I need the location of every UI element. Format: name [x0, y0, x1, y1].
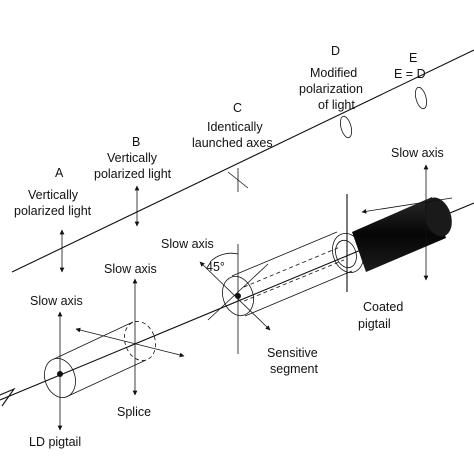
label-c: C	[233, 101, 242, 115]
label-sensitive-2: segment	[270, 362, 318, 376]
label-ld-pigtail: LD pigtail	[29, 435, 81, 449]
polarization-reference-line	[11, 49, 474, 273]
splice-horizontal-arrow	[75, 327, 185, 358]
coated-pigtail-cylinder	[332, 197, 452, 273]
cyl2-bottom-edge	[244, 270, 353, 317]
label-d-line1: Modified	[310, 66, 357, 80]
label-a-line1: Vertically	[28, 188, 79, 202]
label-splice: Splice	[117, 405, 151, 419]
ld-source-tip	[0, 387, 16, 407]
label-b: B	[132, 135, 140, 149]
splice-axes	[75, 278, 185, 396]
sensitive-diagonal-axis-1	[199, 261, 271, 331]
angle-arc	[209, 252, 239, 263]
sensitive-diagonal-axis-2	[207, 263, 269, 321]
station-b: B Vertically polarized light	[94, 135, 172, 227]
station-e: E E = D	[394, 51, 428, 110]
label-e: E	[409, 51, 417, 65]
cyl1-front-face	[44, 358, 76, 398]
label-slow-axis-splice: Slow axis	[104, 262, 157, 276]
label-c-line1: Identically	[207, 120, 263, 134]
station-c: C Identically launched axes	[192, 101, 273, 192]
ld-pigtail-cylinder	[44, 321, 156, 398]
label-a-line2: polarized light	[14, 204, 92, 218]
cyl2-top-edge	[231, 231, 338, 277]
label-e-eq: E = D	[394, 67, 426, 81]
cyl1-bottom-edge	[65, 359, 147, 398]
label-a: A	[55, 166, 64, 180]
coated-front-face	[332, 233, 364, 273]
polarization-ellipse-e	[414, 86, 428, 110]
sensitive-axes	[199, 244, 271, 354]
cyl1-back-face	[124, 321, 156, 361]
label-sensitive-1: Sensitive	[267, 346, 318, 360]
label-d-line3: of light	[318, 98, 355, 112]
label-d-line2: polarization	[299, 82, 363, 96]
label-angle: 45°	[206, 260, 225, 274]
station-a: A Vertically polarized light	[14, 166, 92, 273]
label-slow-axis-right: Slow axis	[391, 146, 444, 160]
modified-polarization-ellipse-d	[339, 115, 353, 139]
label-c-line2: launched axes	[192, 136, 273, 150]
label-b-line2: polarized light	[94, 167, 172, 181]
label-d: D	[331, 44, 340, 58]
coated-body	[352, 197, 446, 272]
label-slow-axis-mid: Slow axis	[161, 237, 214, 251]
coated-end-face	[424, 197, 452, 237]
coated-inner-ring	[335, 239, 357, 269]
label-slow-axis-left: Slow axis	[30, 294, 83, 308]
label-coated-1: Coated	[363, 300, 403, 314]
station-d: D Modified polarization of light	[299, 44, 363, 139]
label-coated-2: pigtail	[358, 317, 391, 331]
label-b-line1: Vertically	[107, 151, 158, 165]
fast-axis-arrow-right	[361, 197, 453, 214]
